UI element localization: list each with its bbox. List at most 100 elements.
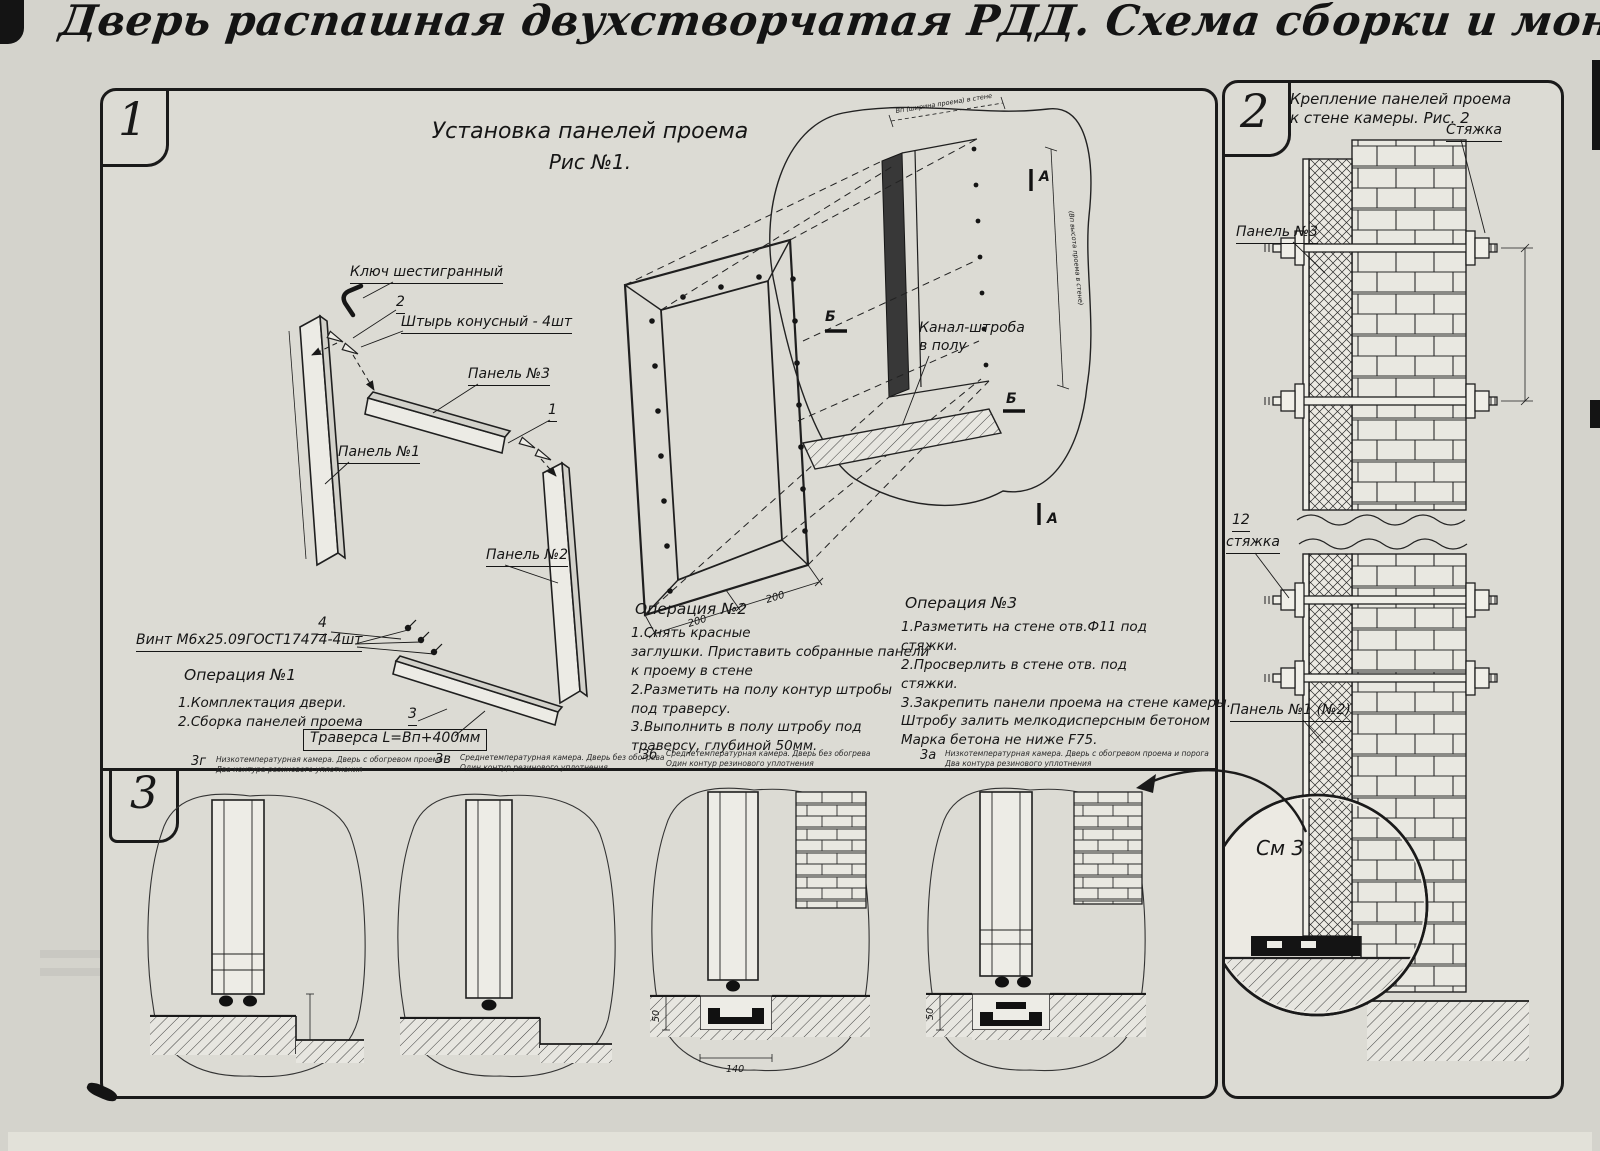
panel1-label: Панель №1 [338, 444, 420, 464]
door-leaf-section [211, 799, 265, 995]
frame-hole-dots [649, 274, 808, 594]
traverse-label: Траверса L=Вп+400мм [303, 729, 488, 751]
detail-3a-drawing: 50 [925, 787, 1146, 1072]
tie-label: Стяжка [1446, 122, 1502, 142]
opening-hole-dots [971, 146, 989, 368]
detail-3v-caption: Среднетемпературная камера. Дверь без об… [460, 753, 665, 773]
frame-bottom-dimensions [644, 564, 824, 639]
floor-section [150, 1014, 364, 1063]
rubber-gaskets [219, 995, 257, 1007]
callout-2: 2 [396, 294, 405, 314]
figure1-drawing: 200 200 А [288, 92, 1092, 737]
dimension-line [306, 993, 314, 1041]
figure2-number-box: 2 [1222, 80, 1291, 157]
operation3-body: 1.Разметить на стене отв.Ф11 под стяжки.… [901, 619, 1232, 749]
callout-3: 3 [408, 706, 417, 726]
section-letter-a-top: А [1038, 169, 1050, 185]
brick-wall-section [795, 791, 867, 909]
figure2-drawing [1225, 139, 1533, 1061]
floor-groove-section [650, 994, 870, 1040]
section-letter-b-left: Б [825, 309, 836, 325]
figure1-title: Установка панелей проема [431, 119, 749, 144]
opening-dimensions [888, 96, 1070, 390]
tie-rod-2 [1264, 383, 1498, 419]
dim-50: 50 [651, 1010, 662, 1022]
floor-groove-section [926, 992, 1146, 1040]
panel2-shape [542, 461, 588, 705]
rubber-gasket [726, 980, 740, 992]
dim-200-b: 200 [765, 590, 786, 606]
dimension-line-right [1501, 243, 1533, 406]
detail-3v-id: 3в [435, 752, 451, 767]
assembly-arrows [311, 342, 557, 477]
operation2-body: 1.Снять красные заглушки. Приставить соб… [631, 625, 930, 755]
hex-key-icon [341, 283, 364, 318]
leader-lines [1254, 139, 1486, 744]
section-letter-b-right: Б [1006, 391, 1017, 407]
detail-3b-drawing: 140 50 [650, 787, 870, 1075]
dim-140: 140 [726, 1064, 744, 1075]
dimension-line [288, 330, 307, 560]
figure1-subtitle: Рис №1. [548, 150, 632, 174]
detail-3g-id: 3г [191, 754, 207, 769]
section-letter-a-bottom: А [1046, 511, 1058, 527]
brick-wall-section [1073, 791, 1143, 905]
detail-3a-caption: Низкотемпературная камера. Дверь с обогр… [945, 749, 1209, 769]
figure3-divider [100, 768, 1218, 771]
dimension-lines [662, 995, 773, 1062]
section-marks [825, 169, 1041, 525]
dim-opening-height: (Вп высота проема в стене) [1067, 210, 1085, 305]
cone-pins [326, 330, 552, 461]
rubber-gasket [481, 999, 497, 1011]
figure2-number: 2 [1240, 84, 1270, 138]
cone-pin-label: Штырь конусный - 4шт [401, 314, 573, 334]
hex-key-label: Ключ шестигранный [350, 264, 504, 284]
panel3-label-fig2: Панель №3 [1236, 224, 1318, 244]
callout-4: 4 [318, 615, 327, 635]
panel3-label: Панель №3 [468, 366, 550, 386]
operation1-title: Операция №1 [184, 666, 297, 684]
tie-rod-3 [1264, 582, 1498, 618]
panel1-shape [299, 314, 346, 567]
panel2-label: Панель №2 [486, 547, 568, 567]
dimension-lines [936, 993, 944, 1031]
dim-200-a: 200 [687, 614, 708, 630]
tie-rod-4 [1264, 660, 1498, 696]
dim-50: 50 [925, 1008, 936, 1020]
operation1-body: 1.Комплектация двери. 2.Сборка панелей п… [178, 695, 363, 730]
floor-channel [801, 408, 1003, 470]
paper-edge [8, 1132, 1592, 1151]
door-leaf-section [979, 791, 1033, 977]
screw-glyphs [404, 619, 443, 656]
figure3-number: 3 [130, 768, 158, 819]
operation3-title: Операция №3 [905, 594, 1018, 612]
figure1-number: 1 [118, 92, 148, 146]
door-leaf-section [465, 799, 513, 999]
panel1-label-fig2: Панель №1 (№2) [1230, 702, 1351, 722]
tie-label-2: стяжка [1226, 534, 1280, 554]
figure2-title: Крепление панелей проема к стене камеры.… [1290, 90, 1512, 127]
figure3-number-box: 3 [109, 768, 179, 843]
detail-3v-drawing [397, 793, 616, 1078]
screw-label: Винт М6х25.09ГОСТ17474-4шт [136, 632, 363, 652]
traverse-shape [392, 655, 564, 727]
ground-hatch [1367, 1001, 1529, 1061]
scan-artifact [1590, 400, 1600, 428]
wall-break [1295, 511, 1481, 553]
detail-blob [397, 793, 616, 1078]
see3-detail-circle [1225, 793, 1429, 1017]
assembled-frame [623, 238, 810, 617]
wall-outline [769, 106, 1092, 507]
position-12-label: 12 [1232, 512, 1250, 532]
dim-opening-width: Вп (ширина проема) в стене [895, 92, 993, 115]
see3-arrow [1136, 769, 1308, 833]
floor-channel-label: Канал-штроба в полу [919, 320, 1025, 354]
operation2-title: Операция №2 [635, 600, 748, 618]
opening-jamb-dark [881, 152, 910, 398]
scan-artifact [0, 0, 24, 44]
floor-section [400, 1016, 612, 1063]
detail-3b-caption: Среднетемпературная камера. Дверь без об… [666, 749, 871, 769]
panel3-shape [364, 391, 512, 455]
detail-3g-caption: Низкотемпературная камера. Дверь с обогр… [216, 755, 443, 775]
